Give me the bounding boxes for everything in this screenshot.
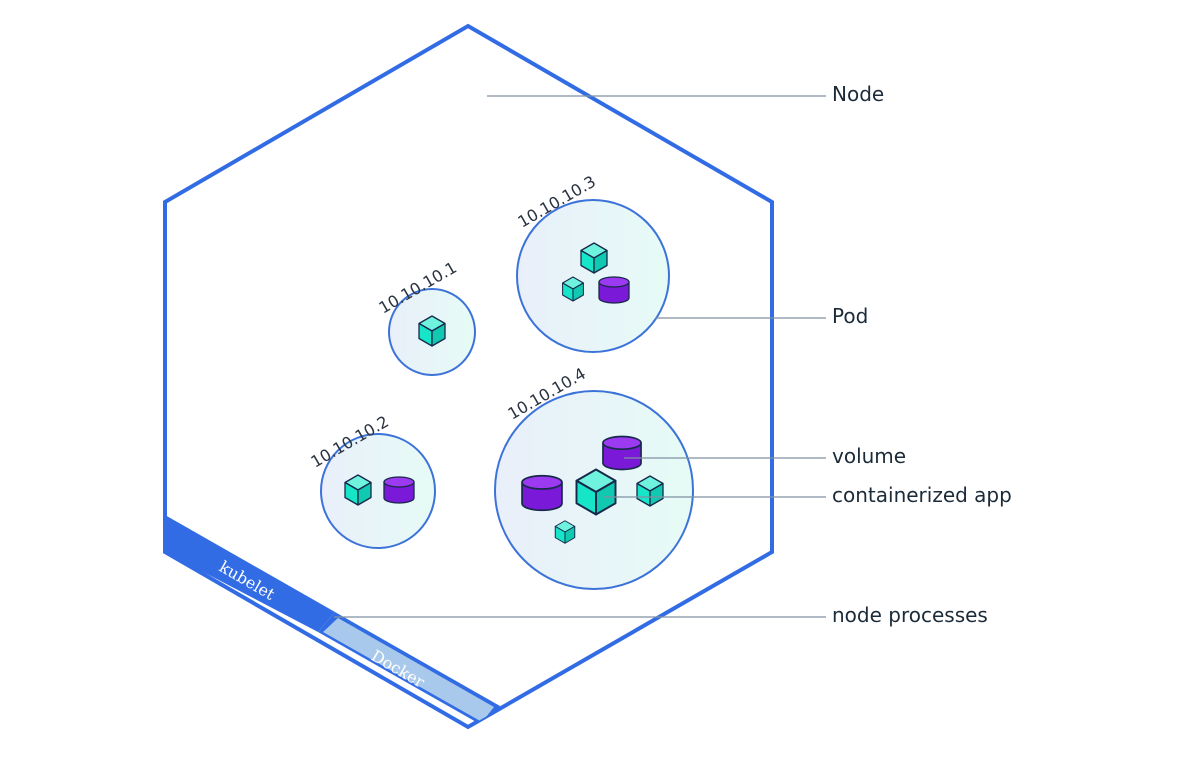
node-hexagon xyxy=(163,23,774,730)
cube-icon xyxy=(554,520,576,544)
pod-circle xyxy=(320,433,436,549)
cylinder-icon xyxy=(602,435,642,471)
node-processes-band xyxy=(165,515,500,727)
cube-icon xyxy=(580,242,608,274)
node-processes-callout: node processes xyxy=(832,603,988,627)
kubelet-bar xyxy=(165,515,335,632)
pod-callout: Pod xyxy=(832,304,868,328)
cylinder-icon xyxy=(521,474,563,512)
cube-icon xyxy=(418,315,446,347)
docker-bar-inner xyxy=(323,618,494,722)
containerized-app-callout: containerized app xyxy=(832,483,1012,507)
cube-icon xyxy=(562,276,584,302)
cylinder-icon xyxy=(598,276,630,304)
node-callout: Node xyxy=(832,82,884,106)
cube-icon xyxy=(575,468,617,516)
pod-circle xyxy=(516,199,670,353)
cube-icon xyxy=(344,474,372,506)
volume-callout: volume xyxy=(832,444,906,468)
cube-icon xyxy=(636,475,664,507)
cylinder-icon xyxy=(383,476,415,504)
